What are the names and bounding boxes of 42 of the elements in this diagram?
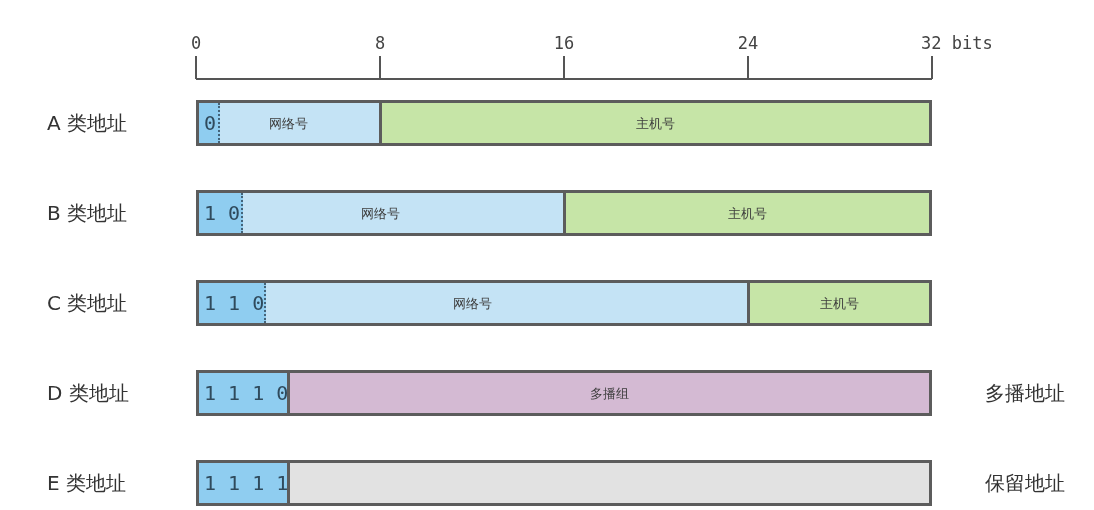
address-type-label: 多播地址 [985,382,1065,404]
host-field [378,103,929,143]
host-field [562,193,929,233]
field-label: 网络号 [453,296,493,310]
class-bits [199,103,220,143]
network-field [199,193,563,233]
address-bar [196,370,932,416]
row-label: B 类地址 [47,202,128,224]
bit-label: 1 0 [204,203,241,223]
multicast-field [286,373,929,413]
bit-label: 1 1 1 1 [204,473,289,493]
row-label: E 类地址 [47,472,126,494]
class-bits [199,193,243,233]
address-type-label: 保留地址 [985,472,1065,494]
tick-label: 8 [374,35,386,52]
network-field [199,103,379,143]
class-bits [199,463,287,503]
tick-label: 32 bits [921,35,993,52]
class-bits [199,283,266,323]
field-label: 主机号 [635,116,675,130]
tick-label: 0 [190,35,202,52]
class-bits [199,373,287,413]
reserved-field [286,463,929,503]
row-label: D 类地址 [47,382,129,404]
field-label: 网络号 [361,206,401,220]
host-field [746,283,929,323]
field-label: 主机号 [727,206,767,220]
network-field [199,283,747,323]
field-label: 多播组 [589,386,629,400]
field-label: 主机号 [819,296,859,310]
address-bar [196,460,932,506]
field-label: 网络号 [269,116,309,130]
bit-label: 0 [204,113,217,133]
address-bar [196,190,932,236]
address-bar [196,100,932,146]
row-label: C 类地址 [47,292,128,314]
bit-label: 1 1 0 [204,293,265,313]
tick-label: 16 [553,35,575,52]
bit-label: 1 1 1 0 [204,383,289,403]
tick-label: 24 [737,35,759,52]
address-bar [196,280,932,326]
row-label: A 类地址 [47,112,128,134]
